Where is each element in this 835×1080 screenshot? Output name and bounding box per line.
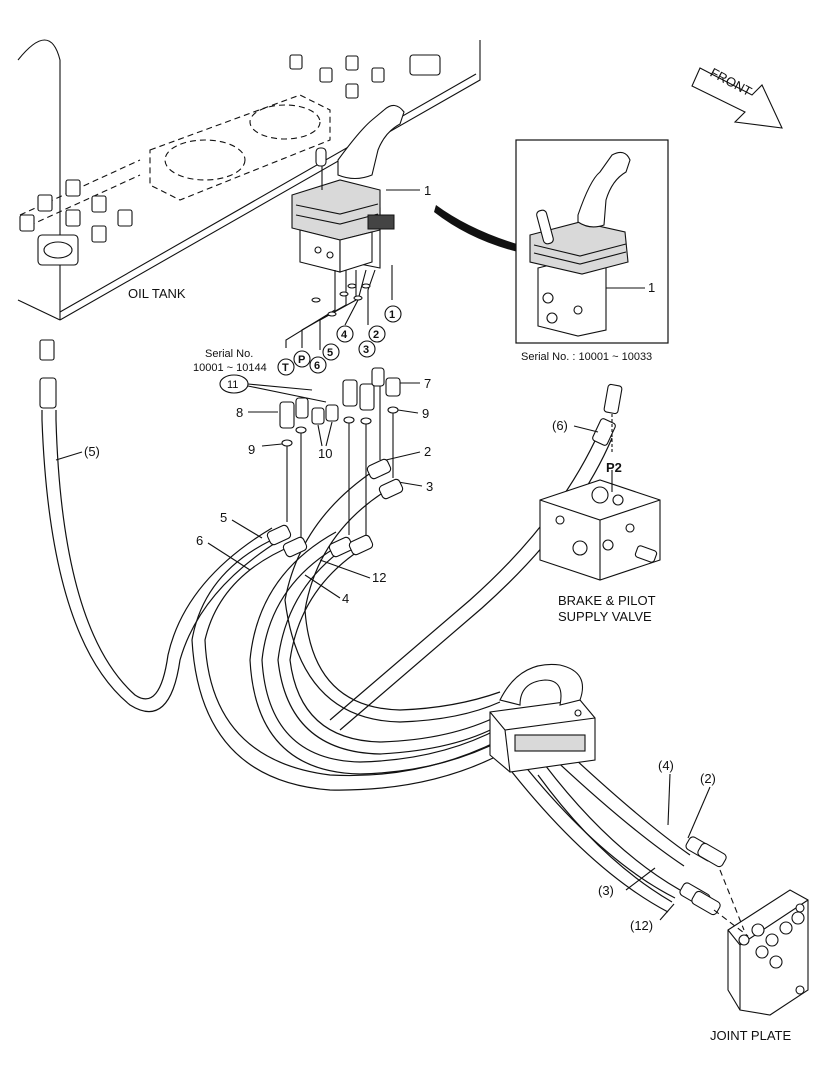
serial-label-line2: 10001 ~ 10144 — [193, 362, 267, 374]
p2-label: P2 — [606, 460, 622, 475]
front-label: FRONT — [708, 65, 755, 99]
callout-4: 4 — [342, 591, 349, 606]
callout-10: 10 — [318, 446, 332, 461]
port-3-marker: 3 — [363, 344, 369, 356]
hose-label-2: (2) — [700, 771, 716, 786]
front-arrow: FRONT — [691, 65, 783, 129]
callout-9-left: 9 — [248, 442, 255, 457]
port-5-marker: 5 — [327, 347, 333, 359]
joint-plate — [713, 869, 809, 1016]
callout-2: 2 — [424, 444, 431, 459]
part-11-marker: 11 — [227, 379, 238, 391]
callout-7: 7 — [424, 376, 431, 391]
callout-6: 6 — [196, 533, 203, 548]
callout-5: 5 — [220, 510, 227, 525]
port-4-marker: 4 — [341, 329, 348, 341]
callout-12: 12 — [372, 570, 386, 585]
hose-label-4: (4) — [658, 758, 674, 773]
callout-3: 3 — [426, 479, 433, 494]
brake-pilot-valve: P2 — [539, 414, 661, 581]
joystick-main: 1 — [291, 104, 431, 273]
port-1-marker: 1 — [389, 309, 395, 321]
hoses — [39, 339, 727, 916]
inset-pointer — [434, 205, 520, 252]
callout-9-right: 9 — [422, 406, 429, 421]
inset-serial-label: Serial No. : 10001 ~ 10033 — [521, 351, 652, 363]
callout-8: 8 — [236, 405, 243, 420]
inset-box: 1 Serial No. : 10001 ~ 10033 — [515, 139, 669, 363]
port-p-marker: P — [298, 354, 305, 366]
port-markers: T P 6 5 4 3 2 1 11 — [219, 305, 402, 403]
oil-tank-drawing: OIL TANK — [17, 39, 481, 321]
port-6-marker: 6 — [314, 360, 320, 372]
hose-label-12: (12) — [630, 918, 653, 933]
port-t-marker: T — [282, 362, 289, 374]
hose-label-3: (3) — [598, 883, 614, 898]
brake-valve-label-line2: SUPPLY VALVE — [558, 609, 652, 624]
joint-plate-label: JOINT PLATE — [710, 1028, 791, 1043]
hose-label-5: (5) — [84, 444, 100, 459]
hose-clamp-bracket — [489, 663, 596, 773]
hose-label-6: (6) — [552, 418, 568, 433]
fittings — [248, 367, 423, 540]
callout-1-main: 1 — [424, 183, 431, 198]
oil-tank-label: OIL TANK — [128, 286, 186, 301]
serial-label-line1: Serial No. — [205, 348, 253, 360]
brake-valve-label-line1: BRAKE & PILOT — [558, 593, 656, 608]
callout-1-inset: 1 — [648, 280, 655, 295]
port-lines — [285, 265, 393, 350]
port-2-marker: 2 — [373, 329, 379, 341]
